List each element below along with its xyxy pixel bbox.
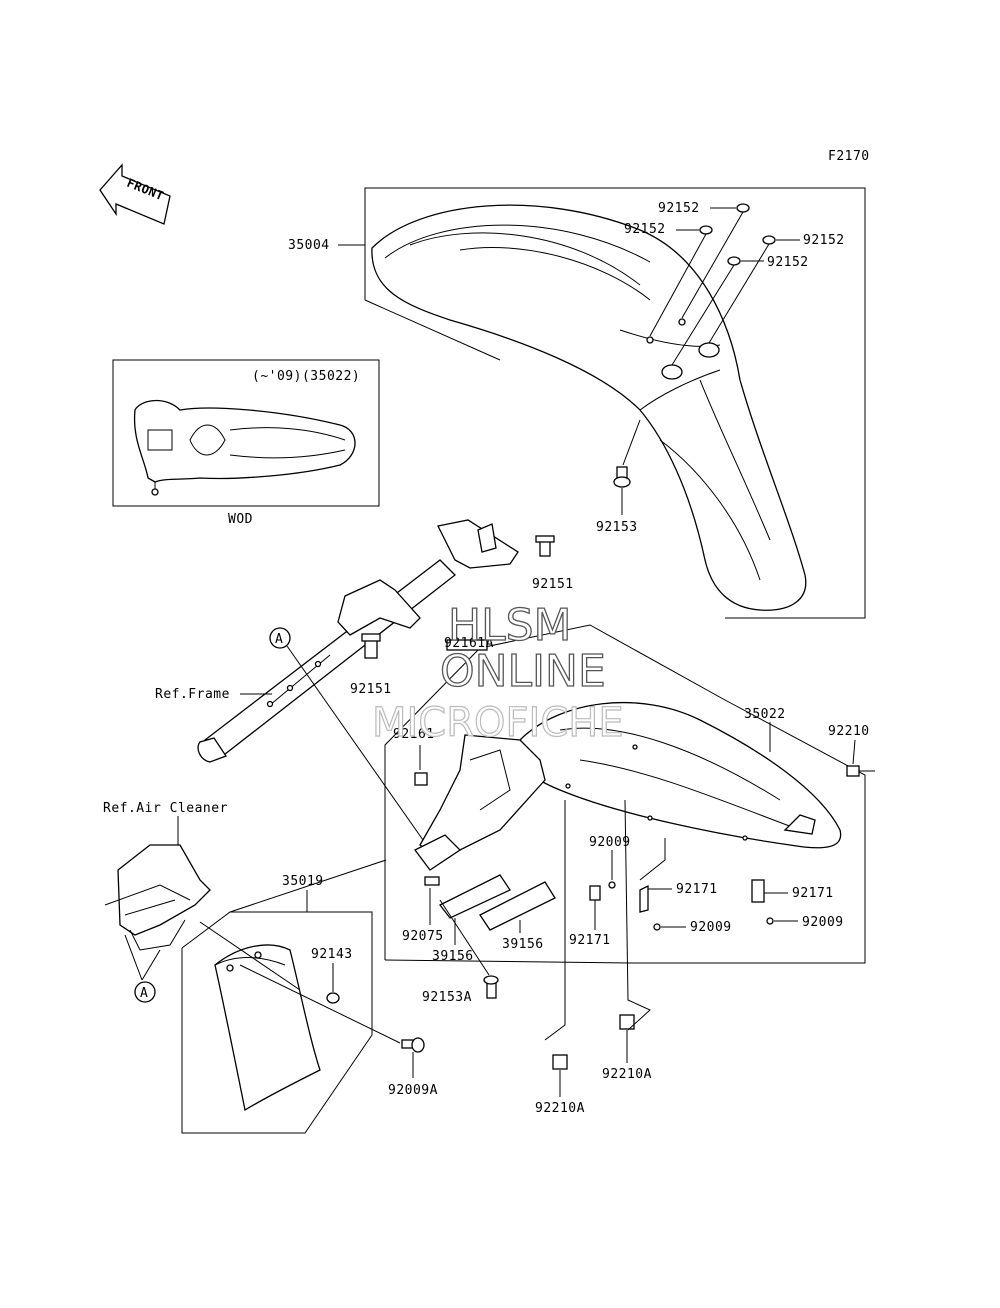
spacer-92161a	[446, 639, 488, 651]
air-cleaner-housing	[104, 844, 211, 951]
washer-92152	[699, 225, 713, 235]
nut-92161	[414, 772, 428, 786]
front-arrow-icon: FRONT	[99, 163, 171, 225]
screw-92009	[608, 881, 616, 889]
front-fender-group	[364, 187, 866, 619]
label-92153a: 92153A	[422, 990, 472, 1005]
inset-box: (~'09)(35022) WOD	[112, 359, 380, 527]
label-92161: 92161	[393, 727, 435, 742]
label-35004: 35004	[288, 238, 330, 253]
label-92210: 92210	[828, 724, 870, 739]
label-92210a: 92210A	[602, 1067, 652, 1082]
collar-92171	[639, 884, 649, 913]
bolt-92075	[424, 876, 440, 886]
marker-a: A	[269, 627, 291, 649]
label-39156: 39156	[502, 937, 544, 952]
bolt-92153	[613, 466, 631, 488]
collar-92171	[589, 885, 601, 901]
svg-text:A: A	[275, 632, 283, 647]
label-92161a: 92161A	[444, 636, 494, 651]
flap-39156	[479, 881, 556, 931]
washer-92152	[727, 256, 741, 266]
label-92210a: 92210A	[535, 1101, 585, 1116]
label-35019: 35019	[282, 874, 324, 889]
bolt-92151	[535, 535, 555, 557]
marker-a: A	[134, 981, 156, 1003]
figure-code: F2170	[828, 149, 870, 164]
inset-caption: WOD	[228, 512, 253, 527]
screw-92009	[653, 923, 661, 931]
watermark: HLSM ONLINE MICROFICHE	[371, 599, 624, 746]
label-92171: 92171	[676, 882, 718, 897]
screw-92009a	[401, 1037, 425, 1053]
washer-92152	[736, 203, 750, 213]
clip-92210a	[552, 1054, 568, 1070]
clip-92210a	[619, 1014, 635, 1030]
screw-92009	[766, 917, 774, 925]
collar-92171	[751, 879, 765, 903]
washer-92152	[762, 235, 776, 245]
flap-39156	[439, 874, 511, 919]
label-92152: 92152	[803, 233, 845, 248]
front-fender	[371, 204, 807, 611]
svg-text:HLSM: HLSM	[448, 600, 572, 651]
label-92009: 92009	[589, 835, 631, 850]
label-92009a: 92009A	[388, 1083, 438, 1098]
label-92151: 92151	[350, 682, 392, 697]
svg-text:A: A	[140, 986, 148, 1001]
label-92171: 92171	[569, 933, 611, 948]
label-92152: 92152	[767, 255, 809, 270]
label-92153: 92153	[596, 520, 638, 535]
ref-frame-label: Ref.Frame	[155, 687, 230, 702]
label-92151: 92151	[532, 577, 574, 592]
svg-text:MICROFICHE: MICROFICHE	[372, 700, 624, 746]
label-92075: 92075	[402, 929, 444, 944]
mud-flap-group	[181, 911, 425, 1134]
frame-group	[197, 519, 555, 763]
ref-air-cleaner-label: Ref.Air Cleaner	[103, 801, 228, 816]
washer-92143	[326, 992, 340, 1004]
label-35022: 35022	[744, 707, 786, 722]
label-92152: 92152	[658, 201, 700, 216]
bolt-92153a	[483, 975, 499, 999]
label-92143: 92143	[311, 947, 353, 962]
label-92009: 92009	[802, 915, 844, 930]
label-92171: 92171	[792, 886, 834, 901]
label-92152: 92152	[624, 222, 666, 237]
inset-title: (~'09)(35022)	[252, 369, 360, 384]
label-39156: 39156	[432, 949, 474, 964]
label-92009: 92009	[690, 920, 732, 935]
rear-fender	[517, 701, 842, 849]
bolt-92151	[361, 633, 381, 659]
clip-92210	[846, 765, 860, 777]
rear-fender-group	[384, 624, 875, 1070]
svg-text:ONLINE: ONLINE	[440, 646, 606, 697]
